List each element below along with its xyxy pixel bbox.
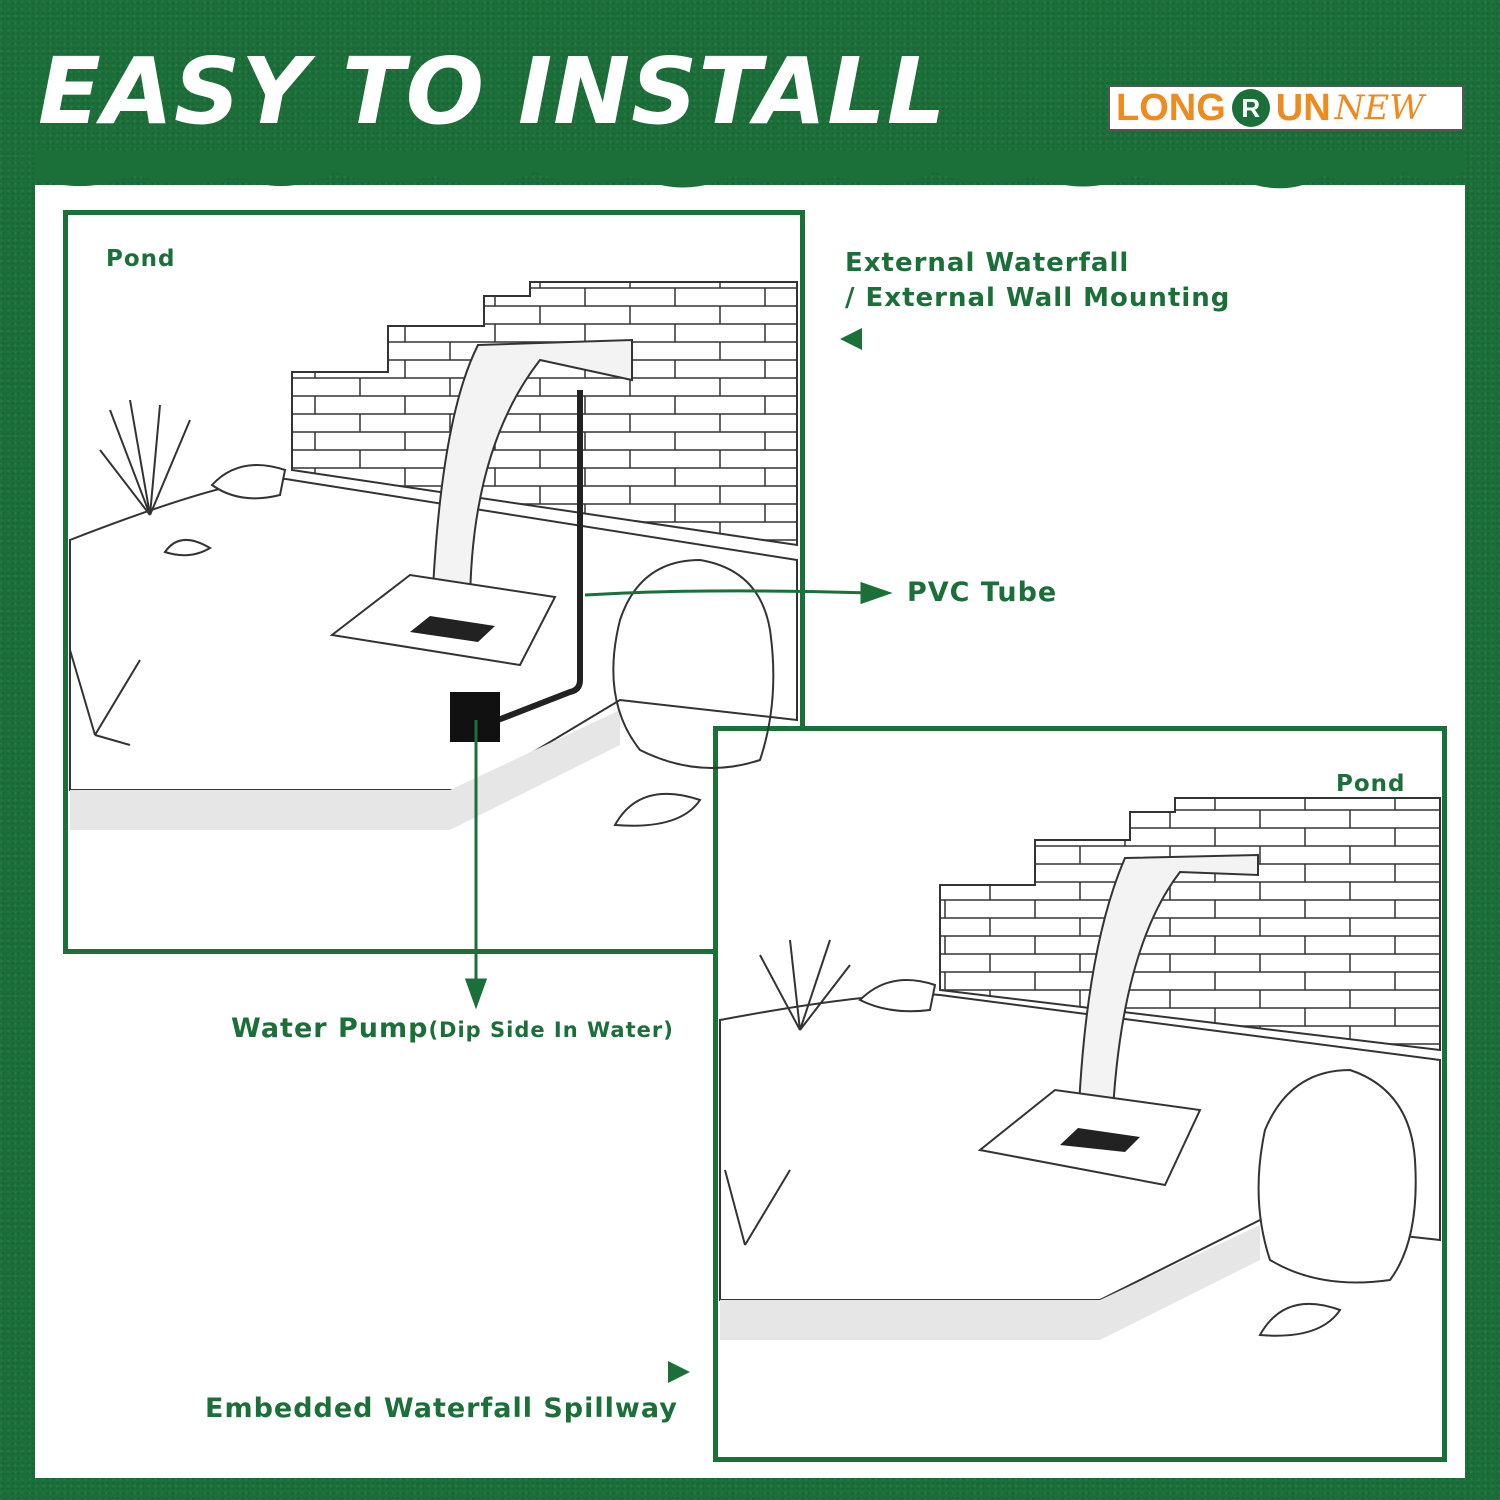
rocks: [1258, 1302, 1342, 1337]
water-pump-text: Water Pump: [231, 1013, 429, 1044]
page-title: EASY TO INSTALL: [38, 38, 947, 145]
brick-wall: [291, 281, 798, 547]
water-pump-label: Water Pump(Dip Side In Water): [231, 1013, 674, 1044]
pond-edge: [70, 710, 620, 830]
basin-drain: [410, 616, 495, 642]
bush: [1257, 1068, 1417, 1284]
rocks: [858, 979, 937, 1013]
logo-r-icon: R: [1231, 89, 1270, 127]
rocks: [163, 464, 702, 827]
brand-logo: LONG R UN NEW: [1108, 85, 1464, 131]
brick-wall: [939, 797, 1441, 1052]
embedded-waterfall-label: Embedded Waterfall Spillway: [205, 1393, 678, 1424]
grass-splatter: [35, 150, 1465, 189]
external-waterfall-label: External Waterfall / External Wall Mount…: [845, 246, 1230, 316]
logo-suffix: NEW: [1334, 88, 1425, 128]
water-pump-note: (Dip Side In Water): [428, 1018, 674, 1042]
logo-text: LONG: [1116, 86, 1226, 129]
basin-drain: [1060, 1128, 1140, 1152]
external-line2: / External Wall Mounting: [845, 283, 1231, 313]
pond-label: Pond: [106, 246, 176, 272]
plants: [69, 399, 191, 746]
bush: [612, 558, 775, 769]
pvc-tube: [496, 390, 583, 723]
pvc-tube-label: PVC Tube: [907, 577, 1058, 608]
arrows: [464, 328, 893, 1383]
pond-edge: [720, 1225, 1260, 1340]
external-line1: External Waterfall: [845, 248, 1130, 278]
pond-label: Pond: [1336, 771, 1406, 797]
logo-text: UN: [1275, 86, 1331, 129]
plants: [724, 939, 851, 1246]
